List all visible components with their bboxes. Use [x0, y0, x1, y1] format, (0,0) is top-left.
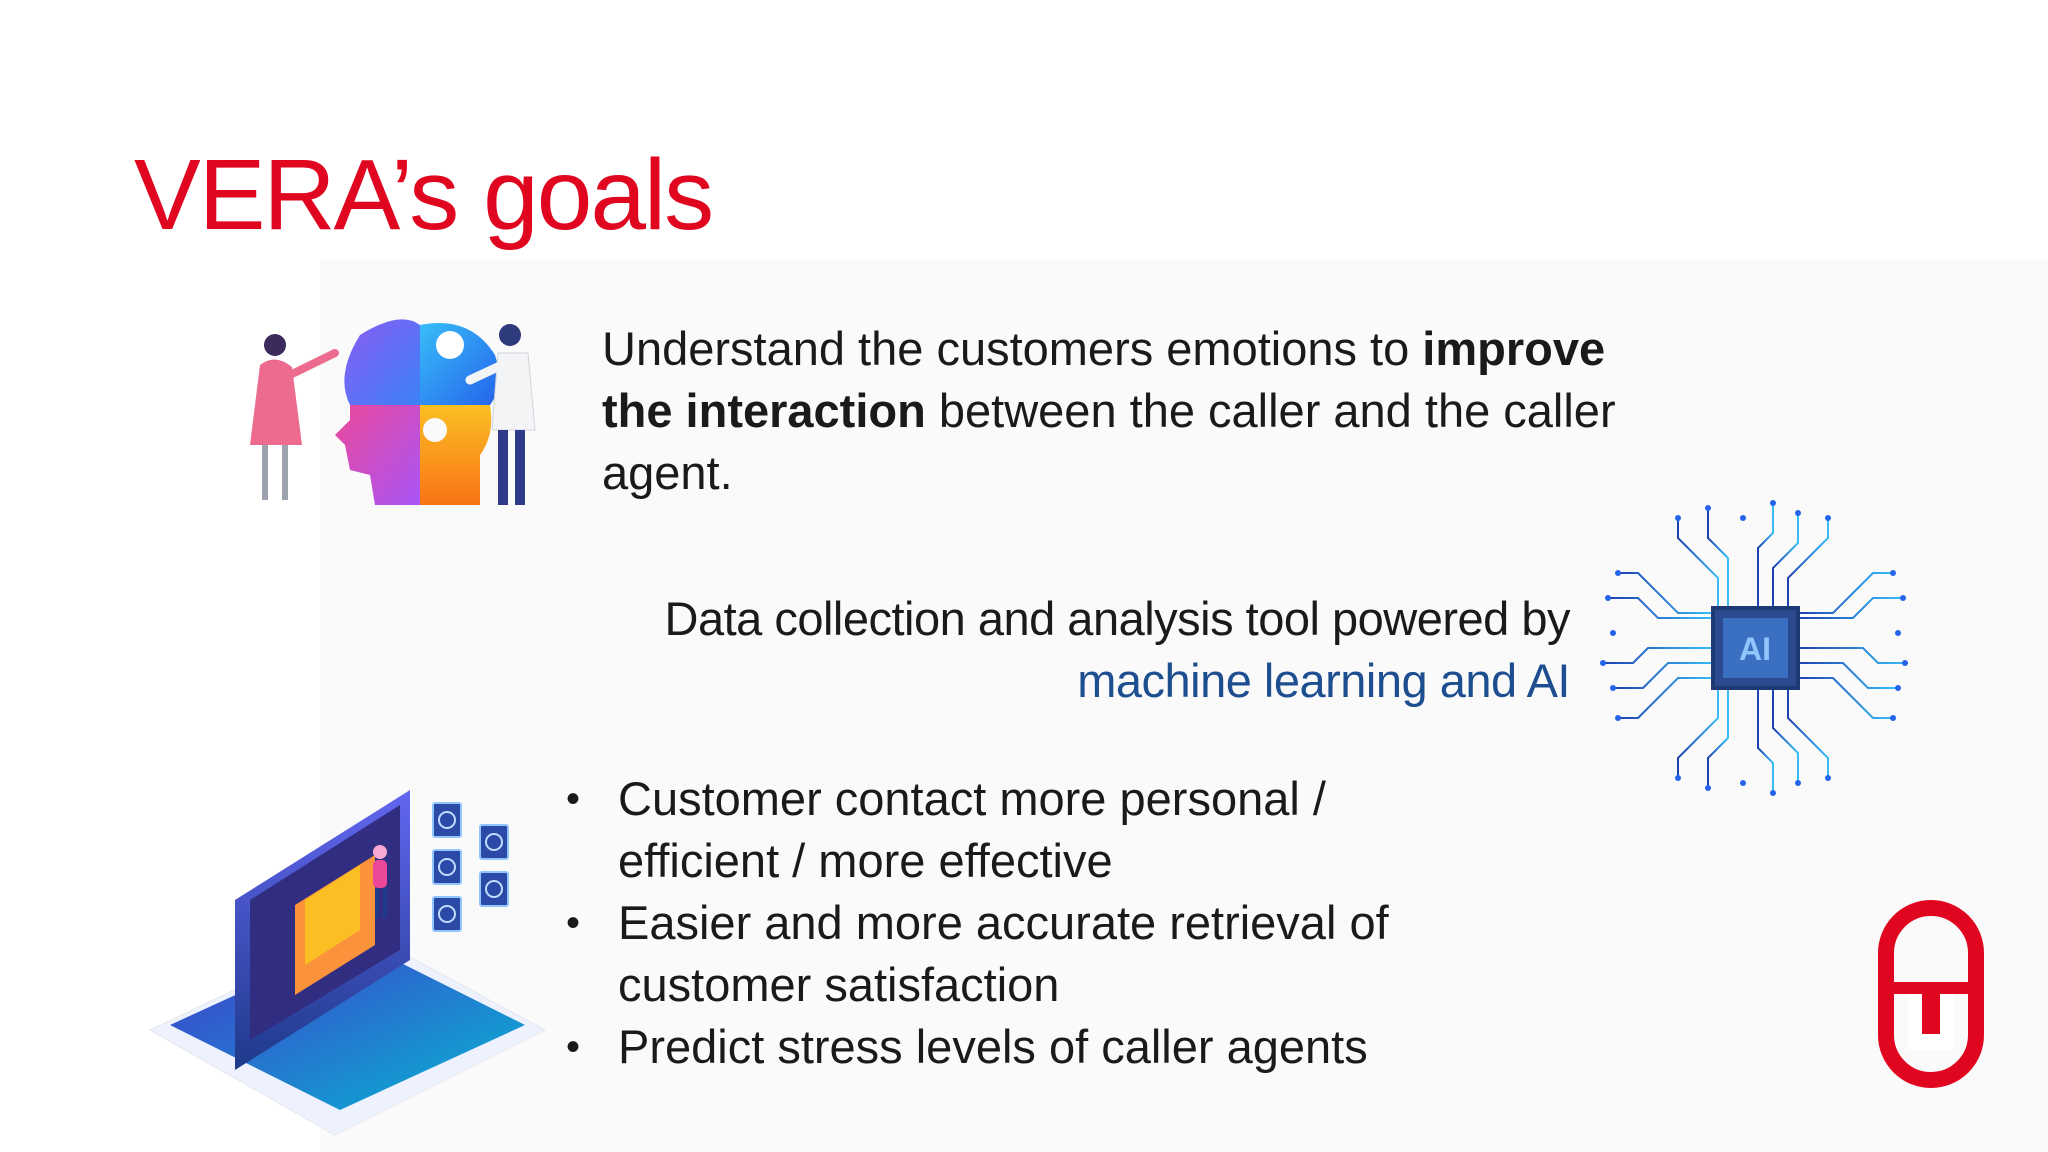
ai-circuit-chip-illustration: AI [1600, 500, 1908, 796]
slide-title: VERA’s goals [134, 139, 714, 251]
ai-chip-label: AI [1739, 631, 1771, 667]
list-item: • Easier and more accurate retrieval of c… [566, 892, 1466, 1016]
goal-data-tool-line: Data collection and analysis tool powere… [664, 592, 1571, 645]
ou-logo [1878, 900, 1984, 1088]
bullet-text: Customer contact more personal / efficie… [618, 772, 1326, 887]
goal-emotions-text-bold: improve the interaction [602, 322, 1606, 437]
laptop-emotions-illustration [148, 790, 547, 1136]
goal-bullet-list: • Customer contact more personal / effici… [566, 768, 1466, 1078]
puzzle-head-illustration [250, 319, 536, 505]
bullet-text: Easier and more accurate retrieval of cu… [618, 896, 1389, 1011]
list-item: • Predict stress levels of caller agents [566, 1016, 1466, 1078]
goal-emotions-text-end: between the caller and the caller agent. [602, 384, 1616, 499]
bullet-icon: • [566, 901, 581, 945]
bullet-icon: • [566, 777, 581, 821]
goal-data-tool-text: Data collection and analysis tool powere… [560, 588, 1571, 712]
content-background [320, 260, 2048, 1152]
list-item: • Customer contact more personal / effici… [566, 768, 1466, 892]
goal-emotions-text-start: Understand the customers emotions to [602, 322, 1423, 375]
goal-ml-ai-highlight: machine learning and AI [1077, 654, 1570, 707]
bullet-text: Predict stress levels of caller agents [618, 1020, 1368, 1073]
bullet-icon: • [566, 1025, 581, 1069]
goal-emotions-text: Understand the customers emotions to imp… [602, 318, 1662, 504]
